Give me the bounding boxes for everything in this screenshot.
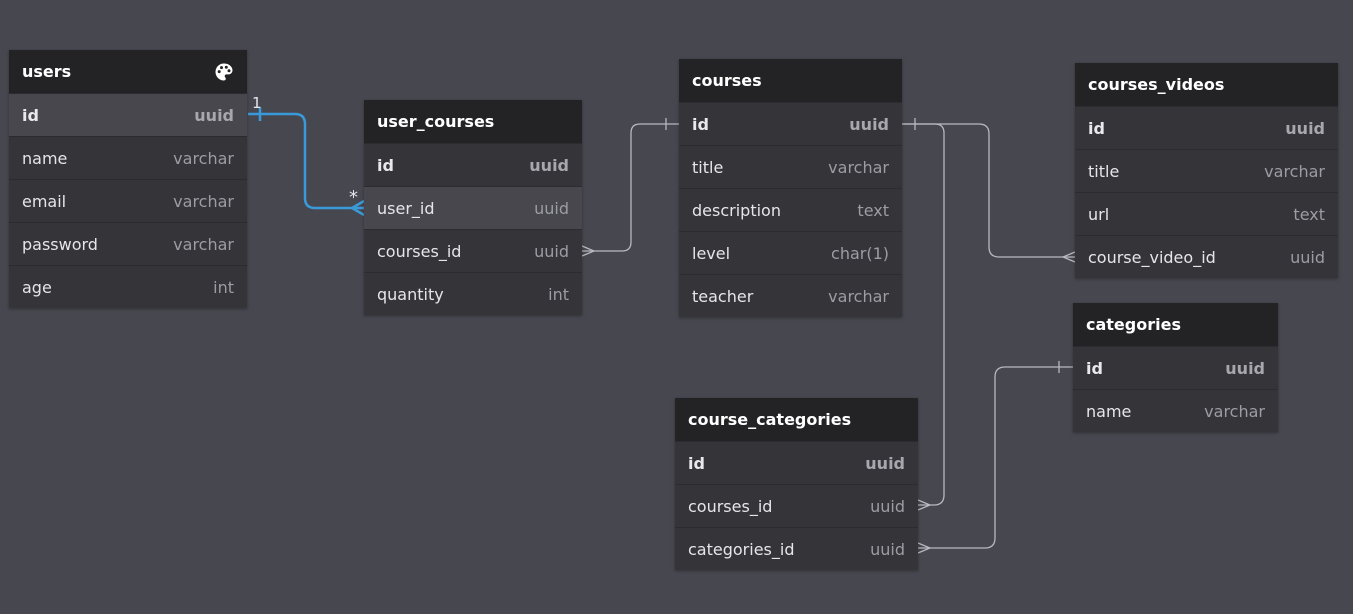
cardinality-many-label: * xyxy=(349,187,358,208)
field-name: title xyxy=(692,157,724,177)
field-type: uuid xyxy=(529,155,569,175)
field-row-email[interactable]: email varchar xyxy=(9,179,247,222)
field-type: varchar xyxy=(173,148,234,168)
field-row-id[interactable]: id uuid xyxy=(9,93,247,136)
relation-users-user-courses[interactable] xyxy=(248,107,365,217)
field-name: age xyxy=(22,277,52,297)
field-row-courses-id[interactable]: courses_id uuid xyxy=(675,484,918,527)
field-type: uuid xyxy=(534,198,569,218)
field-type: int xyxy=(213,277,234,297)
table-header[interactable]: courses xyxy=(679,59,902,102)
field-name: title xyxy=(1088,161,1120,181)
table-courses-videos[interactable]: courses_videos id uuid title varchar url te… xyxy=(1075,63,1338,278)
field-type: text xyxy=(1293,204,1325,224)
field-type: uuid xyxy=(849,114,889,134)
field-row-level[interactable]: level char(1) xyxy=(679,231,902,274)
table-name: categories xyxy=(1086,315,1181,334)
field-row-id[interactable]: id uuid xyxy=(1073,346,1278,389)
table-name: courses_videos xyxy=(1088,75,1225,94)
field-type: uuid xyxy=(870,496,905,516)
table-users[interactable]: users id uuid name varchar email varchar pa… xyxy=(9,50,247,308)
field-type: varchar xyxy=(828,157,889,177)
field-type: varchar xyxy=(173,191,234,211)
field-row-categories-id[interactable]: categories_id uuid xyxy=(675,527,918,570)
table-header[interactable]: courses_videos xyxy=(1075,63,1338,106)
table-categories[interactable]: categories id uuid name varchar xyxy=(1073,303,1278,432)
field-type: uuid xyxy=(1285,118,1325,138)
field-row-title[interactable]: title varchar xyxy=(1075,149,1338,192)
field-name: name xyxy=(1086,401,1132,421)
field-name: course_video_id xyxy=(1088,247,1216,267)
field-name: level xyxy=(692,243,731,263)
field-name: id xyxy=(22,105,39,125)
field-name: categories_id xyxy=(688,539,795,559)
field-row-name[interactable]: name varchar xyxy=(1073,389,1278,432)
field-name: email xyxy=(22,191,67,211)
field-name: quantity xyxy=(377,284,444,304)
table-name: user_courses xyxy=(377,112,495,131)
field-name: user_id xyxy=(377,198,435,218)
field-name: id xyxy=(692,114,709,134)
field-type: int xyxy=(548,284,569,304)
field-type: uuid xyxy=(194,105,234,125)
field-row-id[interactable]: id uuid xyxy=(675,441,918,484)
cardinality-one-label: 1 xyxy=(252,94,262,112)
field-type: uuid xyxy=(1290,247,1325,267)
field-name: id xyxy=(1086,358,1103,378)
field-row-user-id[interactable]: user_id uuid xyxy=(364,186,582,229)
field-row-id[interactable]: id uuid xyxy=(679,102,902,145)
field-row-courses-id[interactable]: courses_id uuid xyxy=(364,229,582,272)
table-courses[interactable]: courses id uuid title varchar description t… xyxy=(679,59,902,317)
palette-icon[interactable] xyxy=(214,62,234,82)
table-name: courses xyxy=(692,71,762,90)
field-type: varchar xyxy=(1264,161,1325,181)
table-name: course_categories xyxy=(688,410,852,429)
field-name: courses_id xyxy=(688,496,773,516)
table-header[interactable]: categories xyxy=(1073,303,1278,346)
field-name: password xyxy=(22,234,98,254)
relation-user-courses-courses[interactable] xyxy=(581,118,679,257)
field-row-teacher[interactable]: teacher varchar xyxy=(679,274,902,317)
relation-categories-course-categories[interactable] xyxy=(917,361,1073,554)
field-type: text xyxy=(857,200,889,220)
field-type: char(1) xyxy=(831,243,889,263)
field-type: varchar xyxy=(828,286,889,306)
field-row-course-video-id[interactable]: course_video_id uuid xyxy=(1075,235,1338,278)
field-row-description[interactable]: description text xyxy=(679,188,902,231)
field-type: varchar xyxy=(173,234,234,254)
field-row-name[interactable]: name varchar xyxy=(9,136,247,179)
field-name: courses_id xyxy=(377,241,462,261)
field-row-quantity[interactable]: quantity int xyxy=(364,272,582,315)
field-type: uuid xyxy=(534,241,569,261)
table-name: users xyxy=(22,62,72,81)
table-header[interactable]: user_courses xyxy=(364,100,582,143)
field-row-age[interactable]: age int xyxy=(9,265,247,308)
table-header[interactable]: course_categories xyxy=(675,398,918,441)
field-name: url xyxy=(1088,204,1110,224)
field-name: id xyxy=(1088,118,1105,138)
field-type: varchar xyxy=(1204,401,1265,421)
field-type: uuid xyxy=(870,539,905,559)
relation-courses-courses-videos[interactable] xyxy=(902,118,1076,263)
field-type: uuid xyxy=(1225,358,1265,378)
field-name: teacher xyxy=(692,286,754,306)
field-row-password[interactable]: password varchar xyxy=(9,222,247,265)
field-name: description xyxy=(692,200,781,220)
field-name: id xyxy=(688,453,705,473)
field-row-url[interactable]: url text xyxy=(1075,192,1338,235)
field-name: id xyxy=(377,155,394,175)
table-header[interactable]: users xyxy=(9,50,247,93)
field-name: name xyxy=(22,148,68,168)
field-row-title[interactable]: title varchar xyxy=(679,145,902,188)
field-row-id[interactable]: id uuid xyxy=(364,143,582,186)
field-type: uuid xyxy=(865,453,905,473)
field-row-id[interactable]: id uuid xyxy=(1075,106,1338,149)
